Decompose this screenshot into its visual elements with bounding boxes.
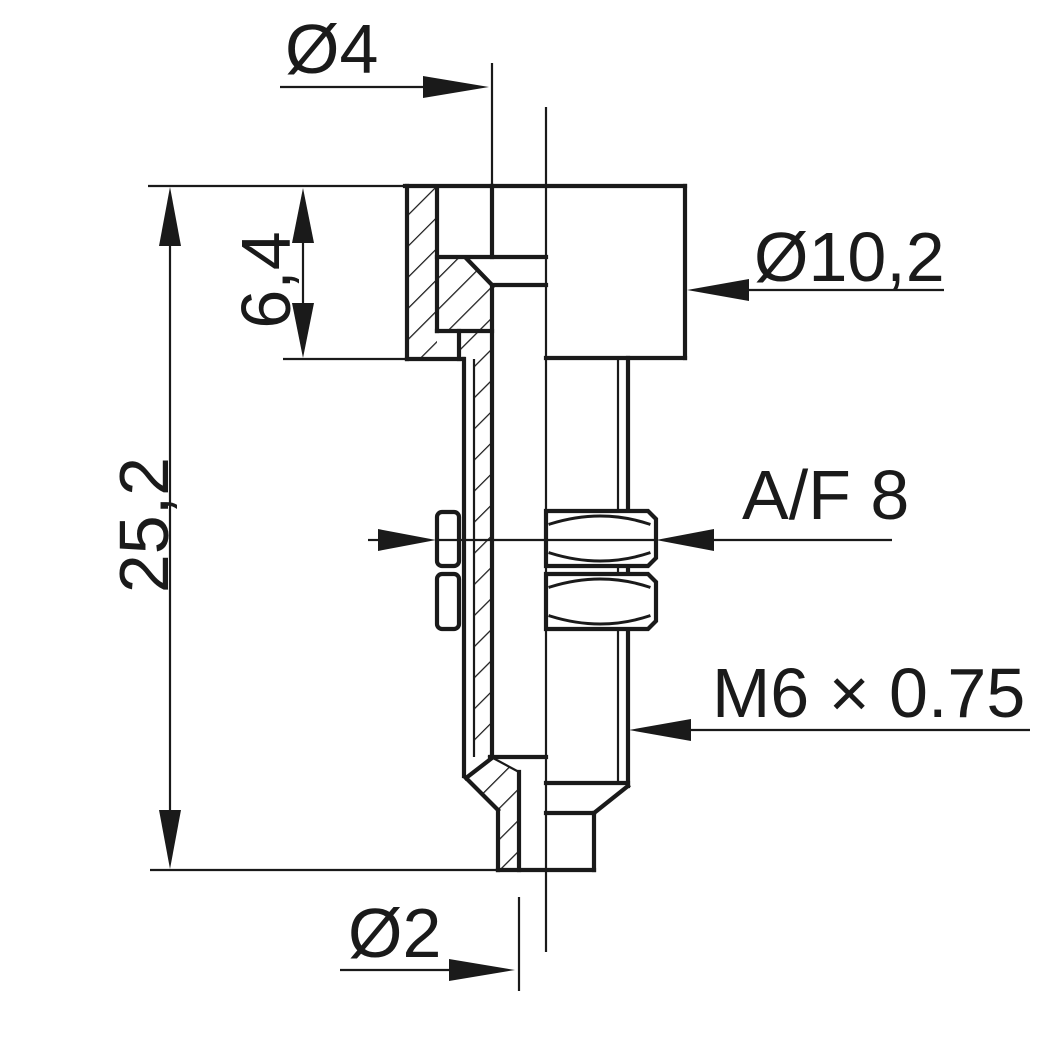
- arrowhead-thread: [629, 719, 691, 741]
- arrowhead-bore: [423, 76, 489, 98]
- label-thread-spec: M6 × 0.75: [712, 654, 1025, 732]
- socket-body-outline: [402, 63, 688, 873]
- arrowhead-head-height-bottom: [292, 303, 314, 358]
- hatch-contact-block: [437, 257, 493, 331]
- arrowhead-af-right: [656, 529, 714, 551]
- arrowhead-overall-top: [159, 187, 181, 246]
- tip-chamfer-right: [591, 783, 631, 816]
- arrowhead-tip-hole: [449, 959, 515, 981]
- nut-upper-chamfer-arc-top: [548, 514, 651, 526]
- arrowhead-head-height-top: [292, 188, 314, 243]
- tip-vee-left: [463, 755, 495, 781]
- nut-lower-chamfer-arc-bottom: [548, 614, 651, 626]
- hatch-tube-wall: [474, 359, 492, 757]
- nut-upper-chamfer-arc-bottom: [548, 551, 651, 563]
- arrowhead-head-dia: [687, 279, 749, 301]
- dimension-lines: [159, 76, 1030, 981]
- hatch-wall-step: [459, 331, 492, 359]
- dimension-labels: Ø4 Ø10,2 6,4 25,2 A/F 8 M6 × 0.75 Ø2: [105, 10, 1025, 972]
- arrowhead-af-left: [378, 529, 436, 551]
- label-bore-diameter: Ø4: [285, 10, 378, 88]
- nut-lower-chamfer-arc-top: [548, 577, 651, 589]
- nut-lower-section: [434, 571, 462, 632]
- tip-hole-cone: [492, 757, 520, 773]
- tip-chamfer-left: [463, 775, 501, 813]
- hatch-tip-wall: [466, 758, 519, 870]
- extension-lines: [148, 184, 521, 991]
- label-tip-hole-diameter: Ø2: [348, 894, 441, 972]
- hatch-head-shell: [407, 187, 437, 359]
- section-hatching: [407, 187, 519, 870]
- groove-chamfer: [463, 255, 496, 289]
- label-nut-across-flats: A/F 8: [742, 456, 909, 534]
- label-overall-length: 25,2: [105, 457, 183, 593]
- label-head-diameter: Ø10,2: [754, 218, 945, 296]
- arrowhead-overall-bottom: [159, 810, 181, 869]
- label-head-height: 6,4: [227, 231, 305, 328]
